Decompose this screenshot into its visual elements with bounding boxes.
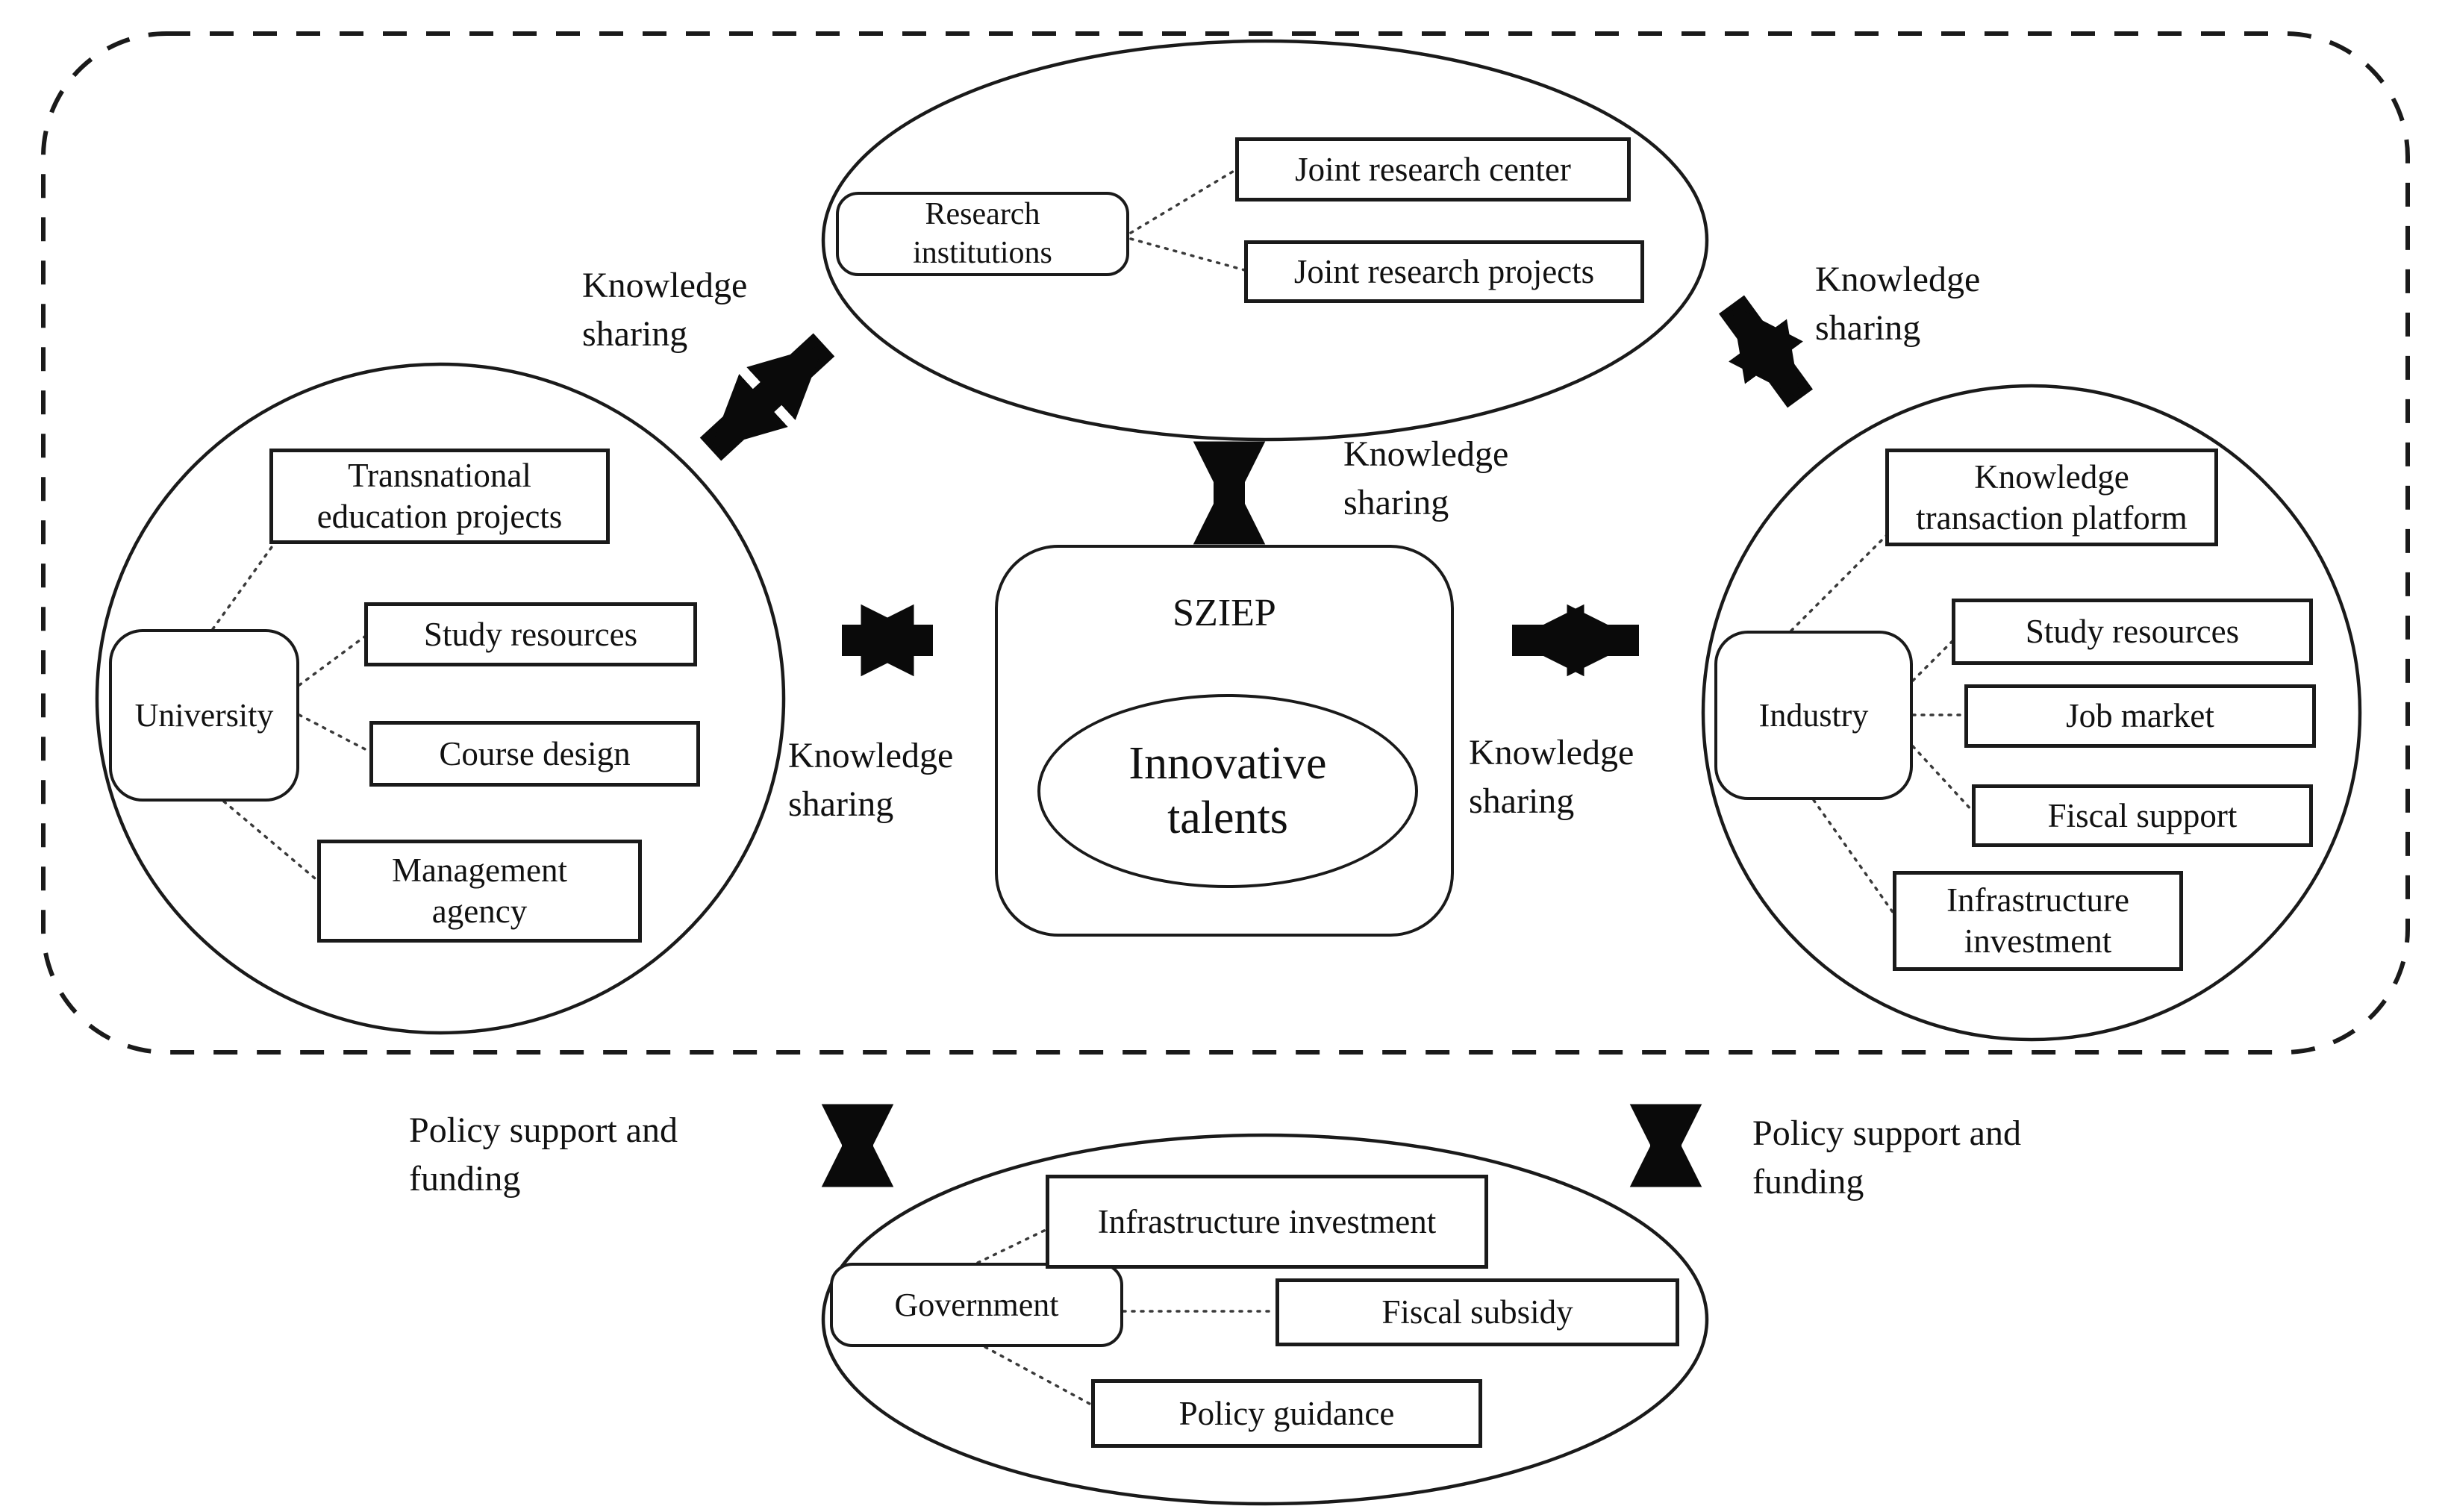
research-institutions-box: Research institutions	[836, 192, 1129, 276]
knowledge-sharing-label-right: Knowledge sharing	[1469, 733, 1634, 822]
knowledge-sharing-label-top-right: Knowledge sharing	[1815, 260, 1981, 349]
management-agency-box: Management agency	[317, 840, 642, 943]
box-label: Infrastructure investment	[1946, 881, 2129, 960]
connector-university-transnational	[211, 537, 279, 631]
connector-industry-fiscal-support	[1911, 745, 1975, 813]
box-label: Joint research projects	[1293, 252, 1595, 290]
innovative-talents-label: Innovative talents	[1128, 737, 1327, 843]
box-label: Industry	[1758, 696, 1869, 734]
job-market-box: Job market	[1964, 684, 2316, 748]
fiscal-support-box: Fiscal support	[1972, 784, 2313, 847]
connector-government-policy-guidance	[984, 1346, 1093, 1406]
box-label: University	[134, 696, 274, 734]
connector-university-management-agency	[222, 800, 321, 884]
university-box: University	[109, 629, 299, 802]
arrow-university-research	[699, 333, 835, 461]
joint-research-projects-box: Joint research projects	[1244, 240, 1644, 303]
knowledge-sharing-label-left: Knowledge sharing	[788, 736, 954, 825]
box-label: Policy guidance	[1178, 1394, 1395, 1432]
industry-box: Industry	[1714, 631, 1913, 800]
connector-industry-infrastructure	[1812, 799, 1896, 916]
box-label: Government	[894, 1286, 1059, 1323]
policy-support-funding-label-right: Policy support and funding	[1752, 1113, 2021, 1202]
innovative-talents-ellipse: Innovative talents	[1037, 694, 1418, 888]
connector-research-joint-center	[1129, 166, 1240, 234]
box-label: Transnational education projects	[316, 457, 563, 535]
connector-government-infrastructure	[976, 1228, 1047, 1264]
box-label: Fiscal support	[2047, 796, 2238, 834]
dashed-boundary	[41, 31, 2410, 1055]
box-label: Study resources	[423, 615, 638, 653]
infrastructure-investment-industry-box: Infrastructure investment	[1893, 871, 2183, 971]
box-label: Joint research center	[1295, 150, 1571, 188]
box-label: Course design	[439, 734, 631, 772]
study-resources-industry-box: Study resources	[1952, 599, 2313, 665]
study-resources-university-box: Study resources	[364, 602, 697, 666]
policy-support-funding-label-left: Policy support and funding	[409, 1110, 678, 1199]
infrastructure-investment-government-box: Infrastructure investment	[1046, 1175, 1488, 1269]
government-box: Government	[830, 1263, 1123, 1347]
knowledge-sharing-label-center: Knowledge sharing	[1343, 434, 1509, 523]
box-label: Job market	[2066, 697, 2214, 735]
box-label: Fiscal subsidy	[1381, 1293, 1573, 1331]
connector-industry-study-resources	[1911, 639, 1955, 682]
knowledge-sharing-label-top-left: Knowledge sharing	[582, 266, 748, 354]
box-label: Study resources	[2025, 613, 2240, 651]
joint-research-center-box: Joint research center	[1235, 137, 1631, 202]
arrow-research-industry	[1719, 295, 1813, 408]
box-label: Infrastructure investment	[1097, 1202, 1437, 1240]
box-label: Knowledge transaction platform	[1916, 457, 2188, 537]
connector-research-joint-projects	[1129, 237, 1246, 272]
course-design-box: Course design	[369, 721, 700, 787]
knowledge-transaction-platform-box: Knowledge transaction platform	[1885, 449, 2218, 546]
box-label: Management agency	[392, 852, 567, 930]
policy-guidance-box: Policy guidance	[1091, 1379, 1482, 1448]
fiscal-subsidy-box: Fiscal subsidy	[1275, 1278, 1679, 1346]
transnational-education-projects-box: Transnational education projects	[269, 449, 610, 544]
box-label: Research institutions	[913, 197, 1052, 270]
sziep-title: SZIEP	[1173, 592, 1276, 634]
